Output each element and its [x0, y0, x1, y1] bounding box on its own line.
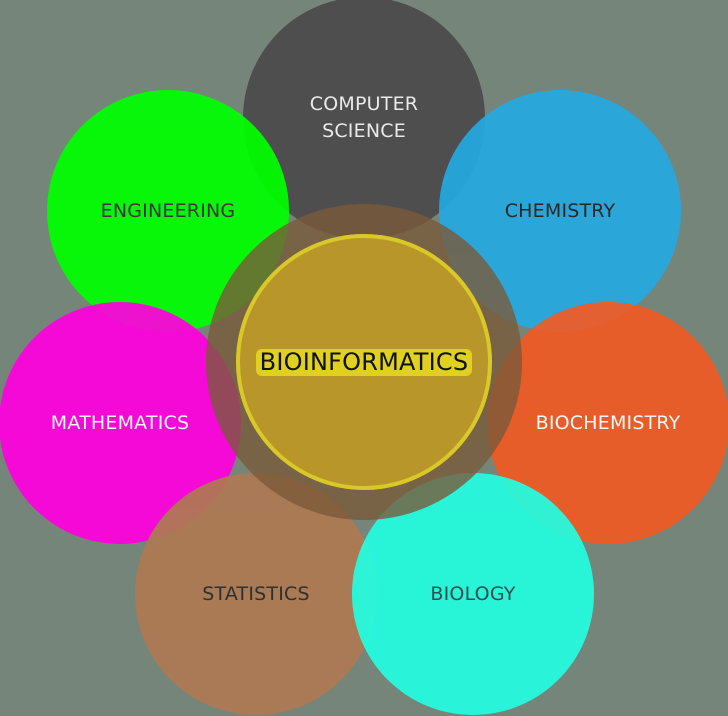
node-label-biochemistry: BIOCHEMISTRY [535, 411, 681, 434]
center-hub-bioinformatics: BIOINFORMATICS [236, 234, 492, 490]
node-label-engineering: ENGINEERING [100, 199, 236, 222]
node-label-statistics: STATISTICS [202, 582, 310, 605]
center-label: BIOINFORMATICS [255, 348, 473, 376]
node-label-mathematics: MATHEMATICS [50, 411, 190, 434]
node-label-computer-science: COMPUTER SCIENCE [309, 93, 419, 142]
node-label-biology: BIOLOGY [430, 582, 516, 605]
node-label-chemistry: CHEMISTRY [504, 199, 616, 222]
